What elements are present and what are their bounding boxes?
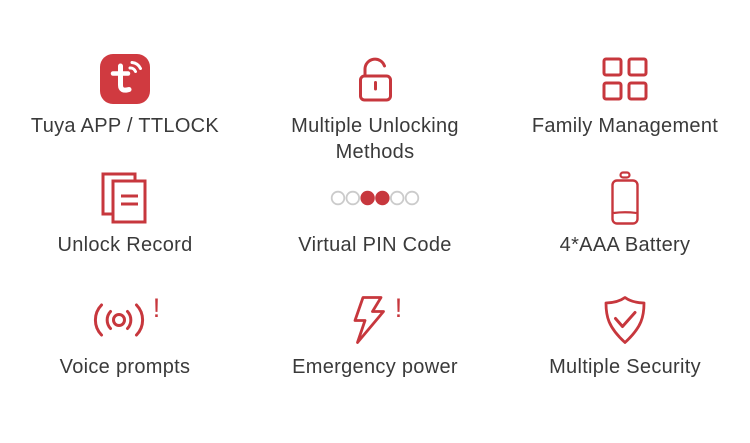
shield-check-icon [604, 296, 646, 344]
features-grid: Tuya APP / TTLOCK Multiple Unlocking Met… [0, 52, 750, 423]
feature-emergency-power: ! Emergency power [250, 293, 500, 423]
exclamation-mark: ! [394, 293, 403, 323]
open-padlock-icon [359, 57, 392, 102]
feature-label: Multiple Unlocking Methods [291, 115, 459, 163]
feature-multiple-unlocking: Multiple Unlocking Methods [250, 52, 500, 171]
feature-label: Family Management [531, 115, 719, 137]
feature-label: Emergency power [292, 356, 458, 378]
feature-label: Tuya APP / TTLOCK [30, 115, 220, 137]
battery-icon [611, 171, 639, 225]
documents-icon [101, 172, 147, 224]
lightning-icon [353, 296, 385, 344]
grid-squares-icon [602, 57, 648, 101]
feature-unlock-record: Unlock Record [0, 171, 250, 293]
feature-label: Unlock Record [57, 234, 193, 256]
pin-dots-icon [330, 190, 420, 206]
feature-virtual-pin: Virtual PIN Code [250, 171, 500, 293]
feature-label: Virtual PIN Code [298, 234, 452, 256]
feature-label: Multiple Security [549, 356, 701, 378]
feature-tuya-app: Tuya APP / TTLOCK [0, 52, 250, 171]
exclamation-mark: ! [152, 293, 161, 323]
feature-family-management: Family Management [500, 52, 750, 171]
feature-battery: 4*AAA Battery [500, 171, 750, 293]
feature-label: 4*AAA Battery [559, 234, 691, 256]
feature-voice-prompts: ! Voice prompts [0, 293, 250, 423]
feature-label: Voice prompts [59, 356, 191, 378]
voice-waves-icon [93, 303, 144, 337]
feature-multiple-security: Multiple Security [500, 293, 750, 423]
tuya-app-icon [100, 54, 150, 104]
